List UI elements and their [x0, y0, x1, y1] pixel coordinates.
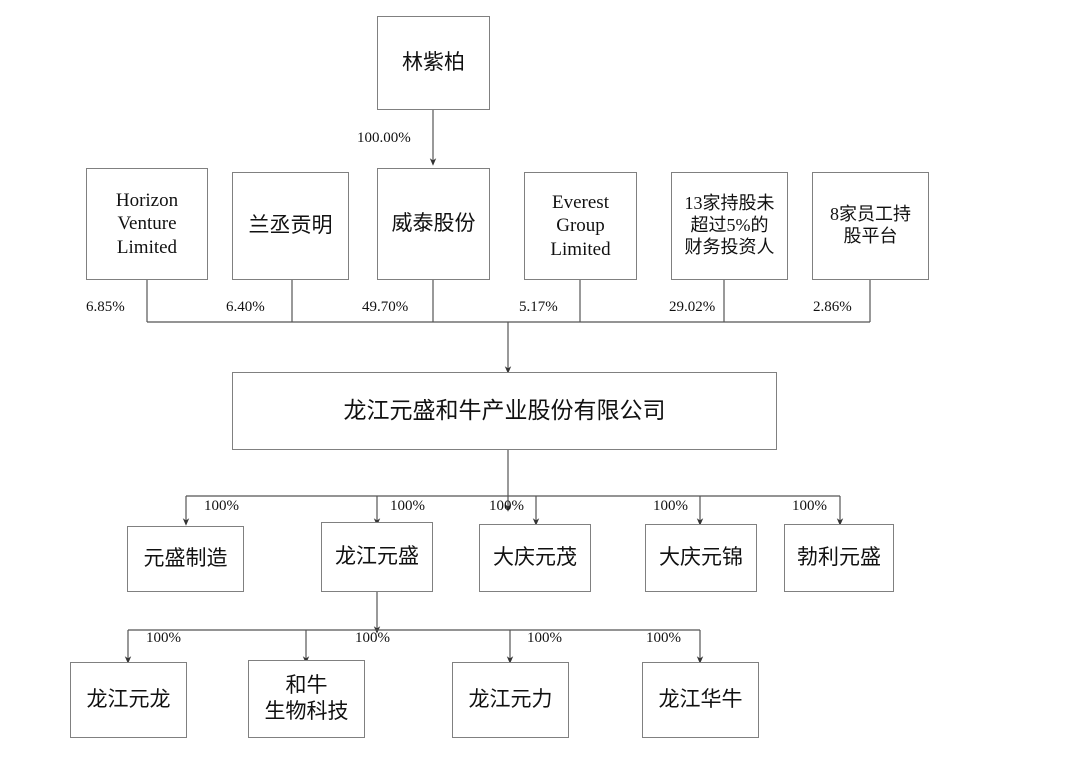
stake-label-longjiang-yuansheng: 100% — [390, 498, 425, 514]
node-linzibai[interactable]: 林紫柏 — [377, 16, 490, 110]
stake-label-yuansheng-zhizao: 100% — [204, 498, 239, 514]
node-8-employee-platforms[interactable]: 8家员工持 股平台 — [812, 172, 929, 280]
node-weitai[interactable]: 威泰股份 — [377, 168, 490, 280]
node-everest-group-limited[interactable]: Everest Group Limited — [524, 172, 637, 280]
stake-label-weitai: 49.70% — [362, 299, 409, 315]
stake-label-daqing-yuanjin: 100% — [653, 498, 688, 514]
stake-label-daqing-yuanmao: 100% — [489, 498, 524, 514]
stake-label-hewu-biotech: 100% — [355, 630, 390, 646]
stake-label-horizon: 6.85% — [86, 299, 125, 315]
node-longjiang-yuanli[interactable]: 龙江元力 — [452, 662, 569, 738]
stake-label-everest: 5.17% — [519, 299, 558, 315]
node-horizon-venture-limited[interactable]: Horizon Venture Limited — [86, 168, 208, 280]
node-daqing-yuanmao[interactable]: 大庆元茂 — [479, 524, 591, 592]
stake-label-longjiang-yuanlong: 100% — [146, 630, 181, 646]
edge-label-controller-to-weitai: 100.00% — [357, 130, 411, 146]
stake-label-13-investors: 29.02% — [669, 299, 716, 315]
node-longjiang-yuansheng[interactable]: 龙江元盛 — [321, 522, 433, 592]
node-13-investors[interactable]: 13家持股未 超过5%的 财务投资人 — [671, 172, 788, 280]
stake-label-boli-yuansheng: 100% — [792, 498, 827, 514]
node-boli-yuansheng[interactable]: 勃利元盛 — [784, 524, 894, 592]
node-daqing-yuanjin[interactable]: 大庆元锦 — [645, 524, 757, 592]
node-main-company[interactable]: 龙江元盛和牛产业股份有限公司 — [232, 372, 777, 450]
node-hewu-biotech[interactable]: 和牛 生物科技 — [248, 660, 365, 738]
stake-label-longjiang-huaniu: 100% — [646, 630, 681, 646]
stake-label-longjiang-yuanli: 100% — [527, 630, 562, 646]
stake-label-lanchenggongming: 6.40% — [226, 299, 265, 315]
node-longjiang-huaniu[interactable]: 龙江华牛 — [642, 662, 759, 738]
node-lanchenggongming[interactable]: 兰丞贡明 — [232, 172, 349, 280]
stake-label-8-platforms: 2.86% — [813, 299, 852, 315]
node-yuansheng-zhizao[interactable]: 元盛制造 — [127, 526, 244, 592]
node-longjiang-yuanlong[interactable]: 龙江元龙 — [70, 662, 187, 738]
